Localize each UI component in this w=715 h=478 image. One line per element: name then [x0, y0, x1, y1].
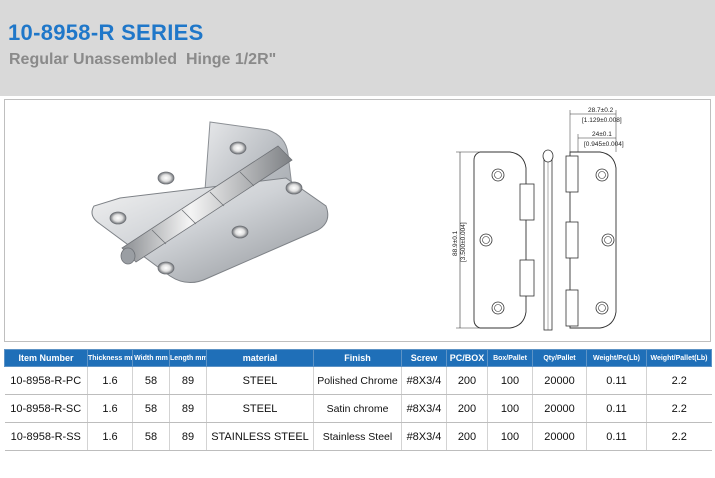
dim-top-2-imperial-label: [0.945±0.004] [584, 141, 624, 148]
hinge-technical-drawing: 88.9±0.1 [3.500±0.004] 28.7±0.2 [1.129±0… [452, 107, 624, 331]
col-thickness: Thickness mm [87, 349, 133, 367]
col-material: material [206, 349, 314, 367]
cell-width: 58 [132, 422, 170, 451]
col-finish: Finish [313, 349, 402, 367]
dim-height-label: 88.9±0.1 [452, 230, 459, 256]
page-header: 10-8958-R SERIES Regular Unassembled Hin… [0, 0, 715, 96]
cell-width: 58 [132, 366, 170, 395]
dim-top-2-label: 24±0.1 [592, 131, 612, 138]
col-weight-pallet: Weight/Pallet(Lb) [646, 349, 712, 367]
col-item-number: Item Number [4, 349, 88, 367]
drawing-right-leaf [569, 151, 617, 329]
screw-holes [109, 141, 303, 275]
col-weight-pc: Weight/Pc(Lb) [586, 349, 647, 367]
spec-table: Item Number Thickness mm Width mm Length… [4, 349, 712, 451]
cell-finish: Stainless Steel [313, 422, 402, 451]
table-row: 10-8958-R-PC 1.6 58 89 STEEL Polished Ch… [4, 366, 712, 395]
cell-thickness: 1.6 [87, 366, 133, 395]
cell-width: 58 [132, 394, 170, 423]
cell-box-pallet: 100 [487, 394, 533, 423]
col-pc-box: PC/BOX [446, 349, 488, 367]
col-width: Width mm [132, 349, 170, 367]
page-subtitle: Regular Unassembled Hinge 1/2R" [9, 51, 277, 68]
cell-weight-pallet: 2.2 [646, 366, 712, 395]
table-row: 10-8958-R-SS 1.6 58 89 STAINLESS STEEL S… [4, 422, 712, 451]
cell-thickness: 1.6 [87, 422, 133, 451]
cell-material: STEEL [206, 366, 314, 395]
cell-qty-pallet: 20000 [532, 394, 587, 423]
cell-material: STAINLESS STEEL [206, 422, 314, 451]
hinge-front-leaf [91, 177, 329, 283]
cell-weight-pc: 0.11 [586, 366, 647, 395]
drawing-left-leaf [473, 151, 527, 329]
cell-box-pallet: 100 [487, 366, 533, 395]
cell-item-number: 10-8958-R-PC [4, 366, 88, 395]
cell-weight-pc: 0.11 [586, 394, 647, 423]
hinge-knuckle [120, 145, 293, 265]
cell-weight-pc: 0.11 [586, 422, 647, 451]
cell-length: 89 [169, 394, 207, 423]
cell-pc-box: 200 [446, 422, 488, 451]
dim-top-1-label: 28.7±0.2 [588, 107, 614, 114]
cell-thickness: 1.6 [87, 394, 133, 423]
cell-screw: #8X3/4 [401, 394, 447, 423]
cell-finish: Satin chrome [313, 394, 402, 423]
col-qty-pallet: Qty/Pallet [532, 349, 587, 367]
cell-length: 89 [169, 422, 207, 451]
col-box-pallet: Box/Pallet [487, 349, 533, 367]
hinge-photo [91, 121, 329, 283]
col-length: Length mm [169, 349, 207, 367]
cell-qty-pallet: 20000 [532, 366, 587, 395]
cell-material: STEEL [206, 394, 314, 423]
table-row: 10-8958-R-SC 1.6 58 89 STEEL Satin chrom… [4, 394, 712, 423]
spec-table-header-row: Item Number Thickness mm Width mm Length… [4, 349, 712, 367]
cell-finish: Polished Chrome [313, 366, 402, 395]
cell-length: 89 [169, 366, 207, 395]
cell-pc-box: 200 [446, 394, 488, 423]
cell-box-pallet: 100 [487, 422, 533, 451]
cell-weight-pallet: 2.2 [646, 394, 712, 423]
col-screw: Screw [401, 349, 447, 367]
dim-top-1-imperial-label: [1.129±0.008] [582, 117, 622, 124]
cell-item-number: 10-8958-R-SC [4, 394, 88, 423]
cell-pc-box: 200 [446, 366, 488, 395]
cell-item-number: 10-8958-R-SS [4, 422, 88, 451]
dim-height-imperial-label: [3.500±0.004] [460, 222, 467, 262]
cell-screw: #8X3/4 [401, 422, 447, 451]
cell-qty-pallet: 20000 [532, 422, 587, 451]
cell-screw: #8X3/4 [401, 366, 447, 395]
cell-weight-pallet: 2.2 [646, 422, 712, 451]
page-title: 10-8958-R SERIES [8, 20, 204, 45]
